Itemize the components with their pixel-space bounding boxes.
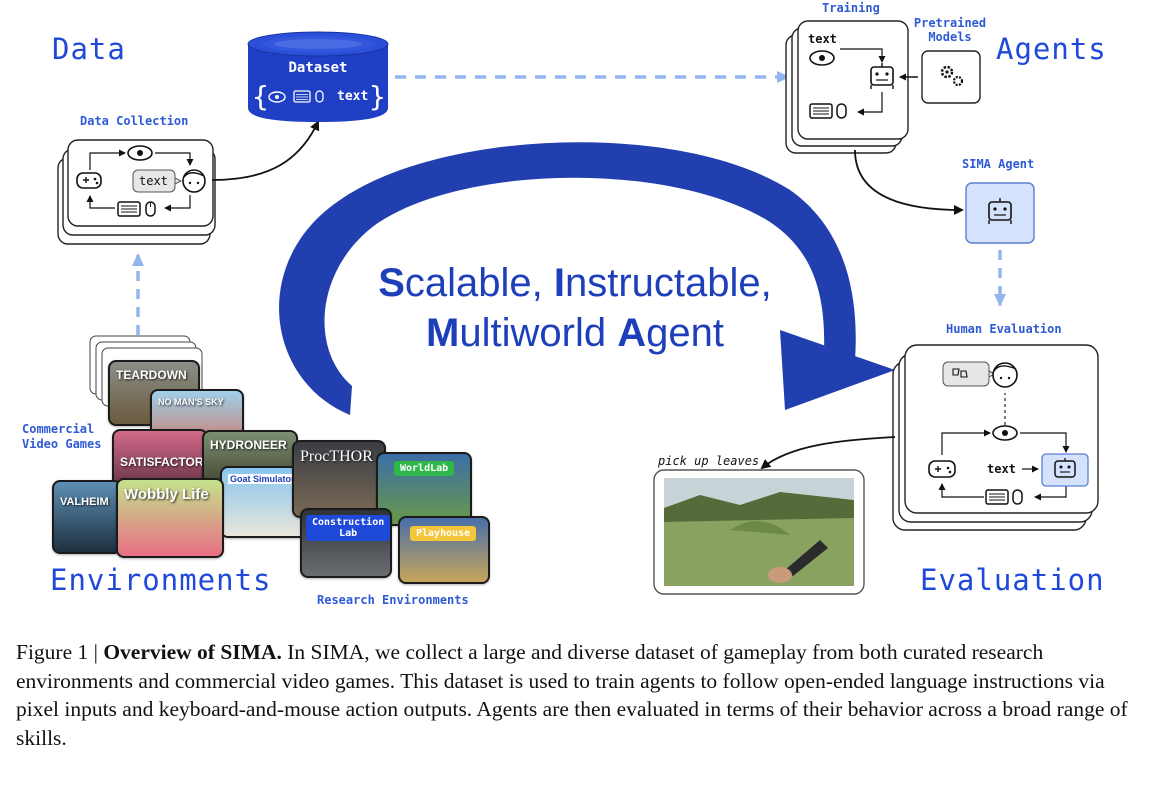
training-flow [840, 48, 918, 116]
pretrained-models-box [921, 50, 981, 104]
center-title: Scalable, Instructable, Multiworld Agent [335, 258, 815, 358]
sima-overview-figure: { } [22, 1, 1107, 607]
pretrained-models-label: Pretrained Models [913, 16, 987, 44]
evaluation-flow [938, 393, 1070, 501]
collection-text-token: text [139, 174, 168, 188]
env-tag: WorldLab [394, 461, 455, 476]
evaluation-text-token: text [987, 462, 1016, 476]
game-title: HYDRONEER [210, 438, 287, 452]
human-face-icon [992, 362, 1018, 388]
keyboard-mouse-icon [809, 103, 847, 119]
collection-to-dataset-arrow [211, 120, 320, 181]
game-title: VALHEIM [60, 496, 109, 508]
robot-icon [1041, 453, 1089, 487]
dataset-cylinder: { } [247, 31, 389, 122]
eye-icon [127, 145, 153, 161]
figure-caption: Figure 1 | Overview of SIMA. In SIMA, we… [16, 638, 1141, 752]
text-speech-bubble [132, 169, 183, 193]
cycle-arrow [279, 142, 895, 416]
game-title: TEARDOWN [116, 368, 187, 382]
section-title-environments: Environments [50, 563, 272, 597]
eye-icon [992, 425, 1018, 441]
dataset-text-token: text [337, 89, 369, 104]
data-collection-flow [86, 149, 194, 212]
evaluation-to-gameplay-arrow [760, 436, 896, 470]
env-procthor: ProcTHOR [292, 440, 386, 518]
keyboard-mouse-icon [985, 489, 1023, 505]
dataset-label: Dataset [288, 60, 348, 76]
data-collection-label: Data Collection [80, 114, 189, 128]
section-title-evaluation: Evaluation [920, 563, 1105, 597]
game-title: SATISFACTORY [120, 455, 208, 469]
game-title: ProcTHOR [300, 448, 373, 465]
env-construction-lab: Construction Lab [300, 508, 392, 578]
section-title-agents: Agents [996, 32, 1107, 66]
svg-text:}: } [369, 80, 386, 113]
thumbs-feedback-bubble [942, 361, 997, 387]
section-title-data: Data [52, 32, 126, 66]
training-stack [785, 20, 909, 154]
env-tag: Playhouse [410, 526, 477, 541]
game-title: Goat Simulator 3 [228, 474, 305, 484]
human-face-icon [182, 169, 206, 193]
game-title: NO MAN'S SKY [158, 397, 224, 407]
training-text-token: text [808, 32, 837, 46]
instruction-example-label: pick up leaves [658, 454, 760, 468]
caption-body: In SIMA, we collect a large and diverse … [16, 640, 1128, 750]
gamepad-icon [76, 172, 102, 189]
svg-text:{: { [252, 80, 269, 113]
sima-agent-label: SIMA Agent [962, 157, 1035, 171]
human-evaluation-label: Human Evaluation [946, 322, 1062, 336]
keyboard-mouse-icon [117, 201, 156, 217]
gamepad-icon [928, 460, 956, 478]
robot-icon [870, 63, 894, 89]
center-title-line1: Scalable, Instructable, [378, 261, 772, 305]
center-title-line2: Multiworld Agent [426, 311, 724, 355]
sima-agent-box [965, 182, 1035, 244]
gameplay-screenshot [653, 469, 865, 595]
game-wobbly-life: Wobbly Life [116, 478, 224, 558]
commercial-games-label: Commercial Video Games [22, 422, 102, 451]
game-title: Wobbly Life [124, 486, 209, 503]
training-to-agent-arrow [854, 149, 964, 215]
eye-icon [809, 50, 835, 66]
game-valheim: VALHEIM [52, 480, 122, 554]
training-label: Training [822, 1, 880, 15]
diagram-canvas: { } [57, 20, 1099, 595]
env-playhouse: Playhouse [398, 516, 490, 584]
caption-bold-title: Overview of SIMA. [103, 640, 282, 664]
env-tag: Construction Lab [306, 515, 390, 541]
research-environments-label: Research Environments [317, 593, 469, 607]
caption-prefix: Figure 1 | [16, 640, 104, 664]
